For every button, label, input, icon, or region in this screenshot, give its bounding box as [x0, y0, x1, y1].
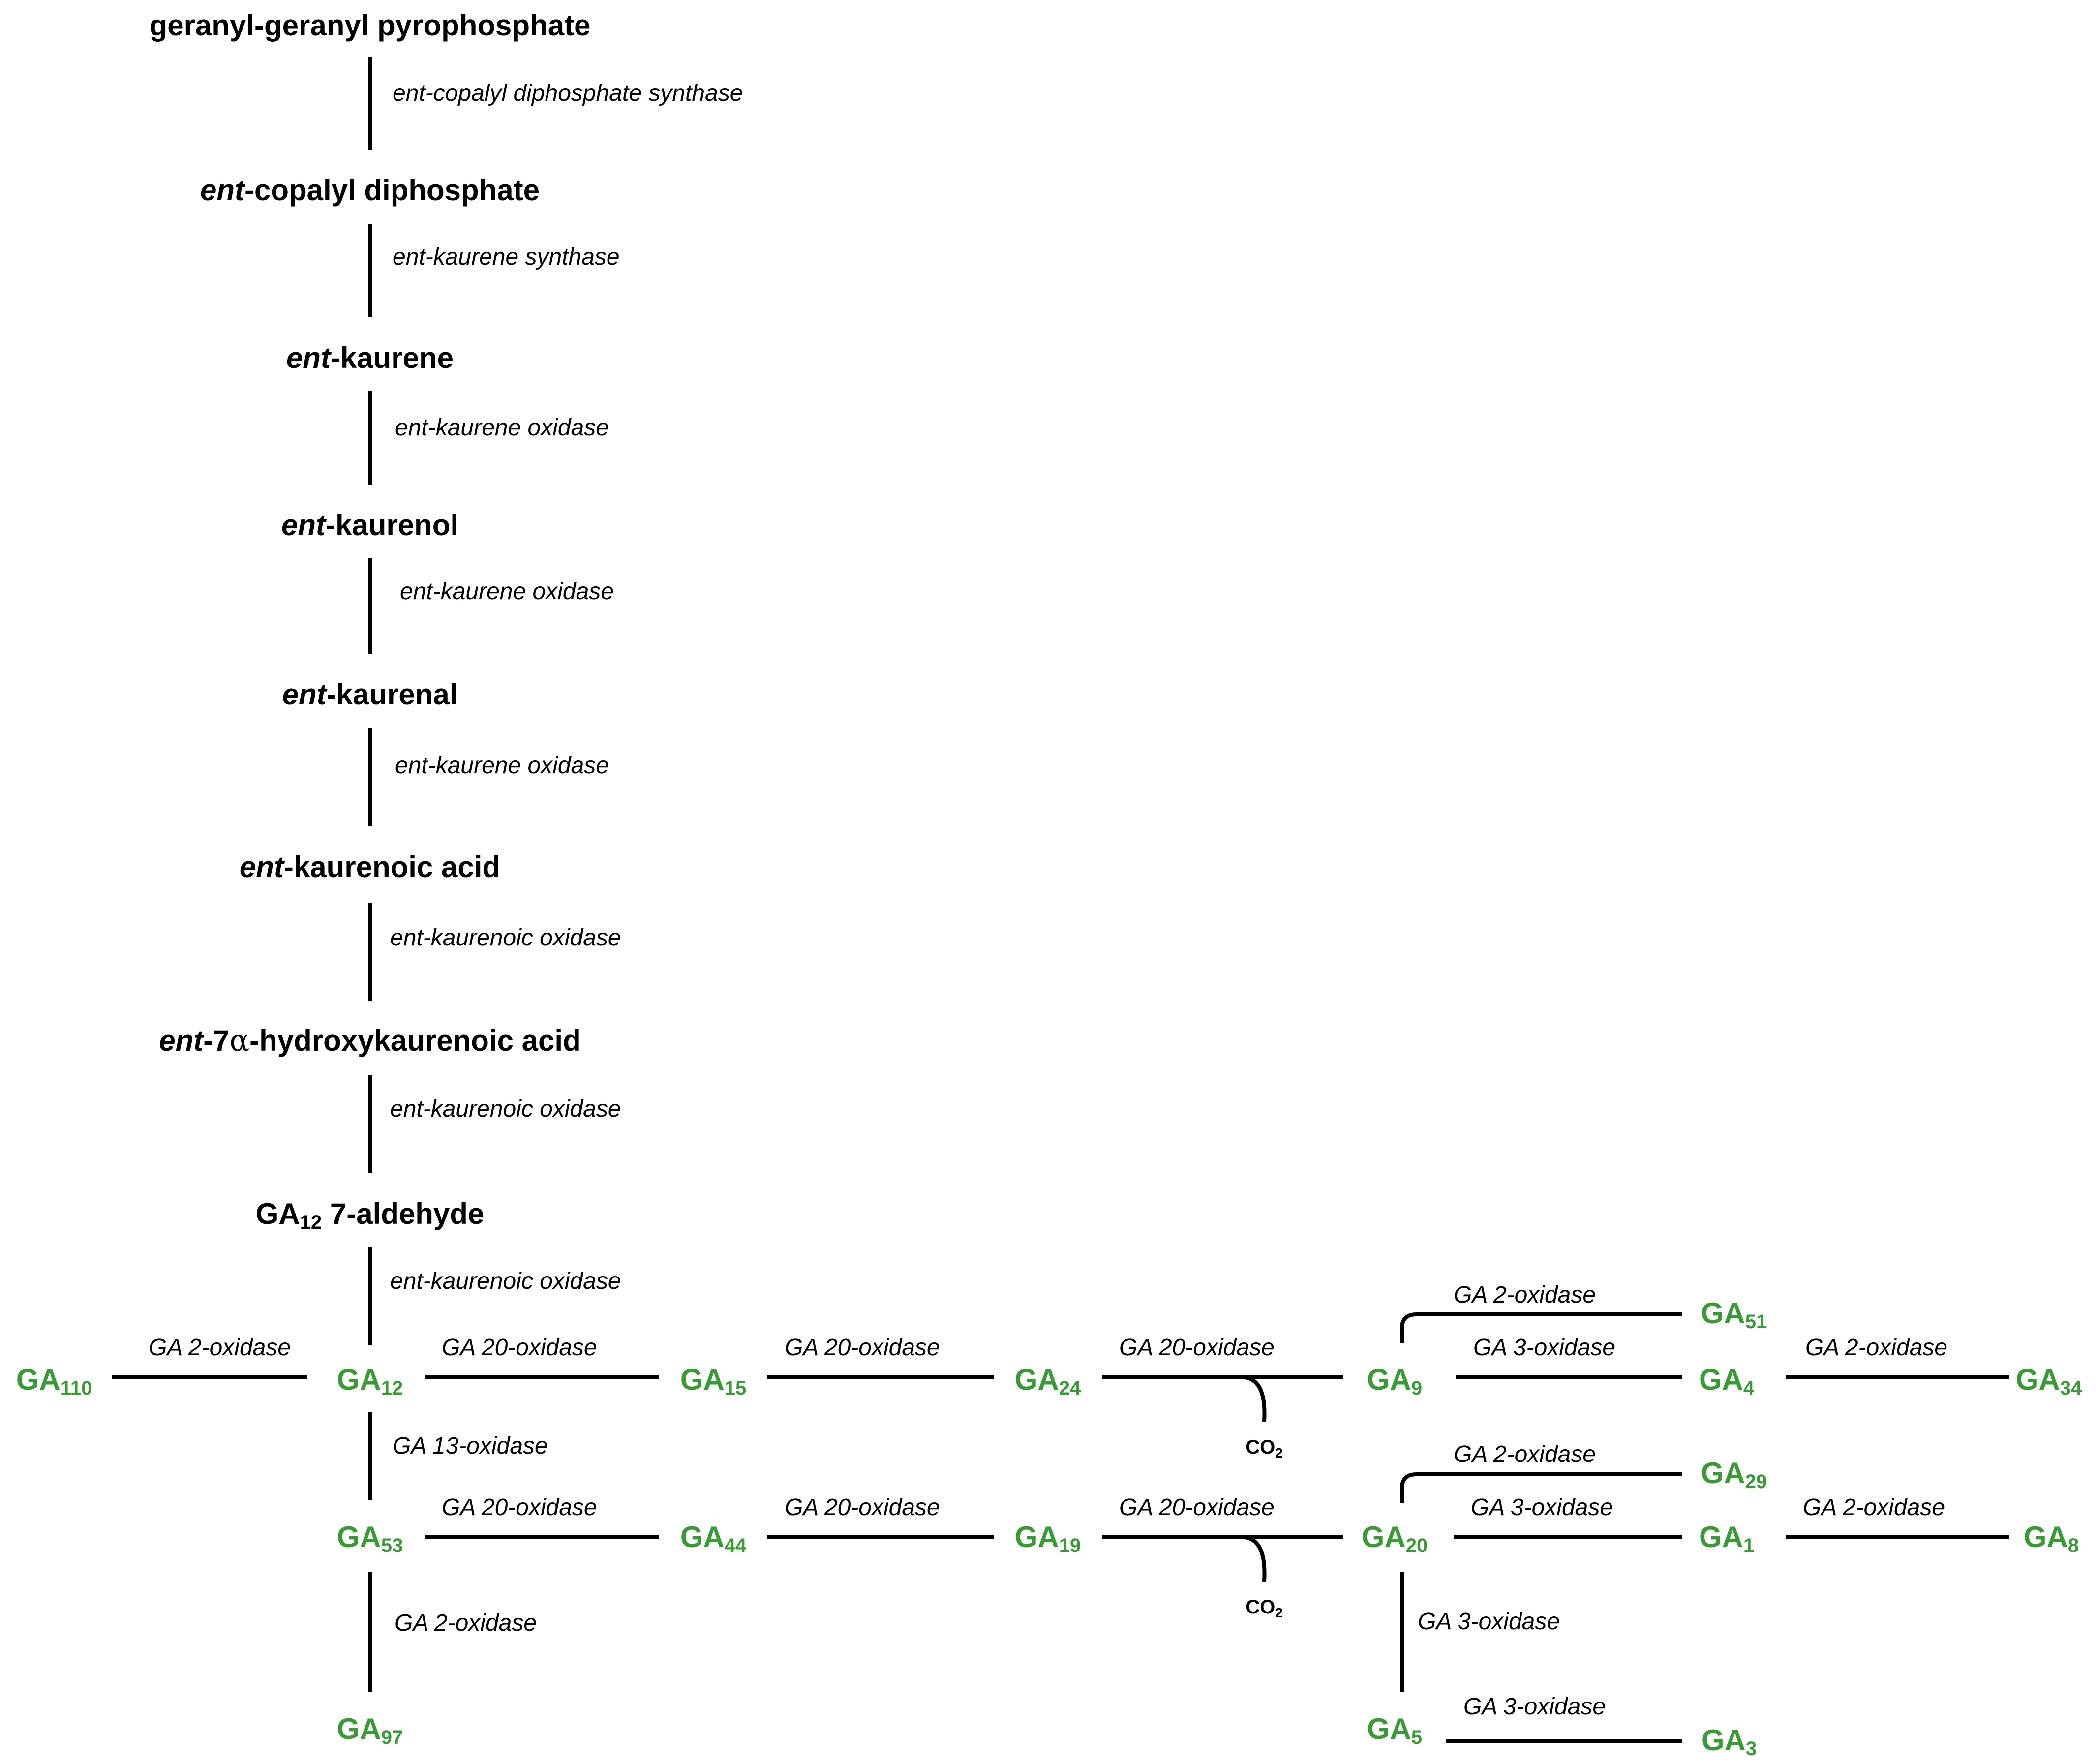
ga97-label: GA97	[337, 1712, 403, 1748]
ga24-label: GA24	[1015, 1363, 1081, 1399]
enzyme-label: ent-kaurenoic oxidase	[390, 1268, 621, 1294]
copalyl-diphosphate-label: ent-copalyl diphosphate	[200, 174, 540, 207]
co2-label-bottom: CO2	[1246, 1596, 1283, 1620]
ggpp-label: geranyl-geranyl pyrophosphate	[150, 9, 591, 42]
enzyme-label: GA 2-oxidase	[149, 1335, 291, 1361]
enzyme-label: ent-kaurenoic oxidase	[390, 925, 621, 951]
kaurenoic-acid-label: ent-kaurenoic acid	[240, 851, 500, 883]
gibberellin-enzymes: GA 2-oxidase GA 20-oxidase GA 20-oxidase…	[149, 1282, 1947, 1720]
enzyme-label: ent-kaurene oxidase	[395, 753, 609, 779]
kaurenol-label: ent-kaurenol	[281, 509, 458, 542]
enzyme-label: GA 2-oxidase	[1805, 1335, 1947, 1361]
enzyme-label: GA 20-oxidase	[442, 1335, 597, 1361]
ga12-label: GA12	[337, 1363, 403, 1399]
precursor-enzymes: ent-copalyl diphosphate synthase ent-kau…	[390, 80, 743, 1294]
ga110-label: GA110	[16, 1363, 92, 1399]
enzyme-label: GA 13-oxidase	[393, 1433, 548, 1459]
enzyme-label: GA 20-oxidase	[1119, 1335, 1275, 1361]
ga44-label: GA44	[680, 1521, 747, 1556]
arrow-co2-release-top	[1244, 1375, 1267, 1422]
enzyme-label: GA 2-oxidase	[1454, 1282, 1596, 1308]
enzyme-label: GA 2-oxidase	[395, 1610, 537, 1636]
enzyme-label: ent-kaurene oxidase	[400, 578, 614, 605]
ga3-label: GA3	[1702, 1724, 1757, 1760]
ga34-label: GA34	[2016, 1363, 2082, 1399]
enzyme-label: GA 3-oxidase	[1473, 1335, 1615, 1361]
enzyme-label: GA 20-oxidase	[785, 1494, 940, 1521]
gibberellin-nodes: GA110 GA12 GA15 GA24 GA9 GA51 GA4 GA34 G…	[16, 1297, 2082, 1760]
arrow-ga20-to-ga29	[1400, 1472, 1683, 1503]
arrow-ga9-to-ga51	[1400, 1312, 1683, 1343]
enzyme-label: GA 3-oxidase	[1418, 1609, 1560, 1635]
ga20-label: GA20	[1362, 1521, 1428, 1556]
enzyme-label: GA 20-oxidase	[785, 1335, 940, 1361]
ga53-label: GA53	[337, 1521, 403, 1556]
enzyme-label: ent-kaurenoic oxidase	[390, 1096, 621, 1122]
enzyme-label: GA 3-oxidase	[1463, 1694, 1606, 1720]
ga51-label: GA51	[1701, 1297, 1767, 1333]
ga15-label: GA15	[680, 1363, 747, 1399]
ga4-label: GA4	[1699, 1363, 1755, 1399]
enzyme-label: GA 3-oxidase	[1471, 1494, 1613, 1521]
arrow-co2-release-bottom	[1244, 1535, 1267, 1582]
ga29-label: GA29	[1701, 1457, 1767, 1492]
ga19-label: GA19	[1015, 1521, 1081, 1556]
co2-label-top: CO2	[1246, 1436, 1283, 1460]
hydroxykaurenoic-acid-label: ent-7α-hydroxykaurenoic acid	[159, 1024, 580, 1058]
precursor-names: geranyl-geranyl pyrophosphate ent-copaly…	[150, 9, 591, 1233]
enzyme-label: GA 20-oxidase	[1119, 1494, 1275, 1521]
ga9-label: GA9	[1367, 1363, 1422, 1399]
enzyme-label: ent-kaurene oxidase	[395, 415, 609, 441]
ga5-label: GA5	[1367, 1712, 1422, 1748]
ga8-label: GA8	[2024, 1521, 2079, 1556]
gibberellin-arrows	[112, 1312, 2010, 1743]
ga1-label: GA1	[1699, 1521, 1754, 1556]
enzyme-label: GA 2-oxidase	[1803, 1494, 1945, 1521]
kaurenal-label: ent-kaurenal	[282, 678, 458, 711]
enzyme-label: GA 20-oxidase	[442, 1494, 597, 1521]
kaurene-label: ent-kaurene	[286, 341, 454, 374]
co2-byproducts: CO2 CO2	[1246, 1436, 1283, 1620]
enzyme-label: ent-kaurene synthase	[393, 244, 620, 270]
enzyme-label: ent-copalyl diphosphate synthase	[393, 80, 743, 106]
ga12-aldehyde-label: GA12 7-aldehyde	[256, 1197, 485, 1233]
enzyme-label: GA 2-oxidase	[1454, 1441, 1596, 1467]
